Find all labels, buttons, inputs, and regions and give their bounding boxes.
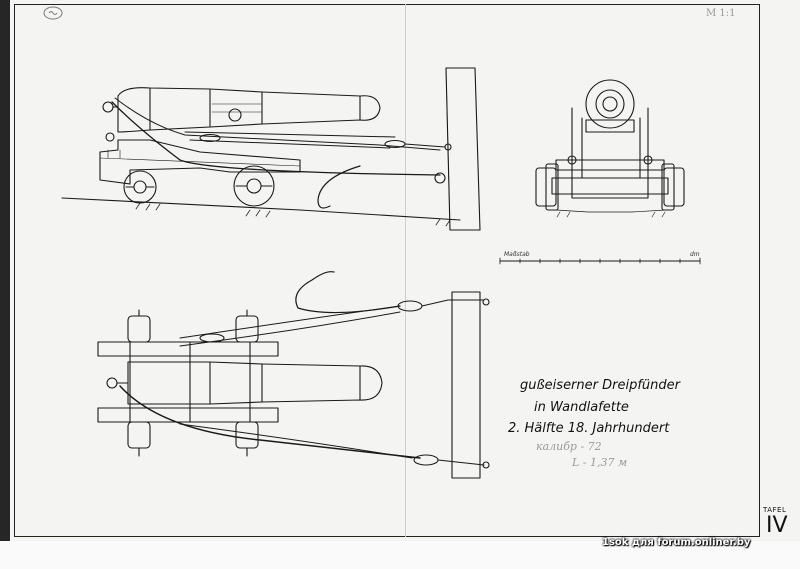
plate-number: IV bbox=[766, 513, 788, 538]
scale-bar-unit: dm bbox=[690, 251, 700, 258]
handwritten-length: L - 1,37 м bbox=[572, 456, 628, 469]
corner-stamp bbox=[43, 6, 63, 20]
caption-line-3: 2. Hälfte 18. Jahrhundert bbox=[508, 421, 670, 436]
scale-bar bbox=[499, 257, 701, 265]
scale-bar-label: Maßstab bbox=[504, 251, 530, 258]
scan-edge bbox=[0, 0, 10, 569]
forum-watermark: 1sok для forum.onliner.by bbox=[602, 537, 751, 548]
page-fold bbox=[405, 4, 406, 537]
plan-view bbox=[97, 271, 490, 479]
handwritten-caliber: калибр - 72 bbox=[536, 440, 602, 453]
plate-label: TAFEL bbox=[763, 506, 787, 514]
sheet-border bbox=[14, 4, 760, 537]
caption-line-2: in Wandlafette bbox=[534, 400, 629, 415]
side-view bbox=[61, 67, 481, 231]
scale-note: M 1:1 bbox=[706, 8, 736, 19]
caption-line-1: gußeiserner Dreipfünder bbox=[520, 378, 680, 393]
scan-bottom-margin bbox=[0, 541, 800, 569]
front-view bbox=[535, 79, 685, 218]
